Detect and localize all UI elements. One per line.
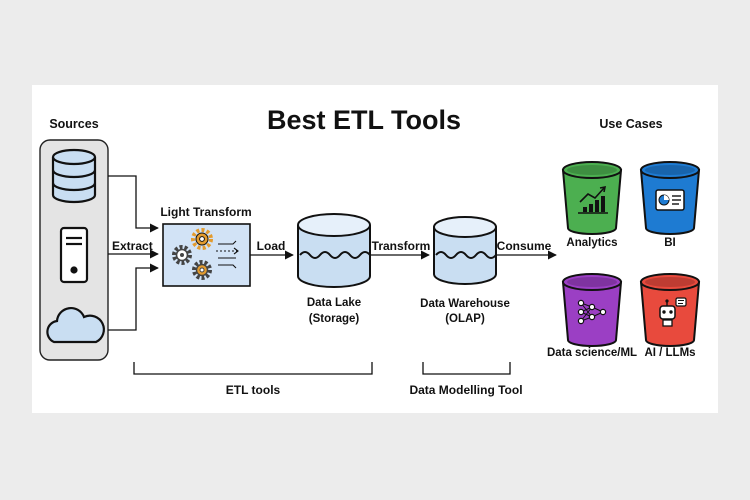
use-case-bucket: BI <box>639 161 701 249</box>
data-lake-subtitle: (Storage) <box>309 313 360 325</box>
gear-icon <box>192 260 212 280</box>
use-case-bucket: Data science/ML <box>547 273 637 359</box>
bucket-body <box>561 169 623 235</box>
bucket-rim <box>562 161 622 179</box>
transform-label: Transform <box>372 239 431 253</box>
use-case-label: BI <box>664 237 676 249</box>
modelling-bracket-label: Data Modelling Tool <box>409 383 522 397</box>
use-case-label: Data science/ML <box>547 347 637 359</box>
load-label: Load <box>257 239 286 253</box>
data-lake-cylinder <box>297 213 371 288</box>
gear-icon <box>172 245 192 265</box>
consume-label: Consume <box>497 239 552 253</box>
extract-label: Extract <box>112 239 153 253</box>
gear-icon <box>191 228 213 250</box>
server-icon <box>59 226 89 284</box>
use-case-bucket: AI / LLMs <box>639 273 701 359</box>
bucket-rim <box>640 161 700 179</box>
cloud-icon <box>46 307 105 344</box>
etl-bracket <box>133 362 373 375</box>
bucket-rim <box>562 273 622 291</box>
use-case-bucket: Analytics <box>561 161 623 249</box>
bucket-rim <box>640 273 700 291</box>
database-icon <box>51 148 97 204</box>
data-warehouse-title: Data Warehouse <box>420 298 510 310</box>
use-cases-heading: Use Cases <box>599 117 662 131</box>
light-transform-title: Light Transform <box>160 205 251 219</box>
dashboard-icon <box>655 189 685 211</box>
data-flow-arrows-icon <box>216 240 239 269</box>
modelling-bracket <box>422 362 511 375</box>
data-warehouse-cylinder <box>433 216 497 285</box>
page-title: Best ETL Tools <box>267 105 461 135</box>
chart-icon <box>578 185 608 214</box>
robot-icon <box>659 297 687 327</box>
neural-network-icon <box>577 299 607 325</box>
use-case-label: Analytics <box>566 237 617 249</box>
use-case-label: AI / LLMs <box>644 347 695 359</box>
etl-bracket-label: ETL tools <box>226 383 281 397</box>
sources-heading: Sources <box>49 117 98 131</box>
data-warehouse-subtitle: (OLAP) <box>445 313 485 325</box>
source-connectors <box>108 175 159 331</box>
diagram-panel <box>32 85 718 413</box>
data-lake-title: Data Lake <box>307 297 361 309</box>
